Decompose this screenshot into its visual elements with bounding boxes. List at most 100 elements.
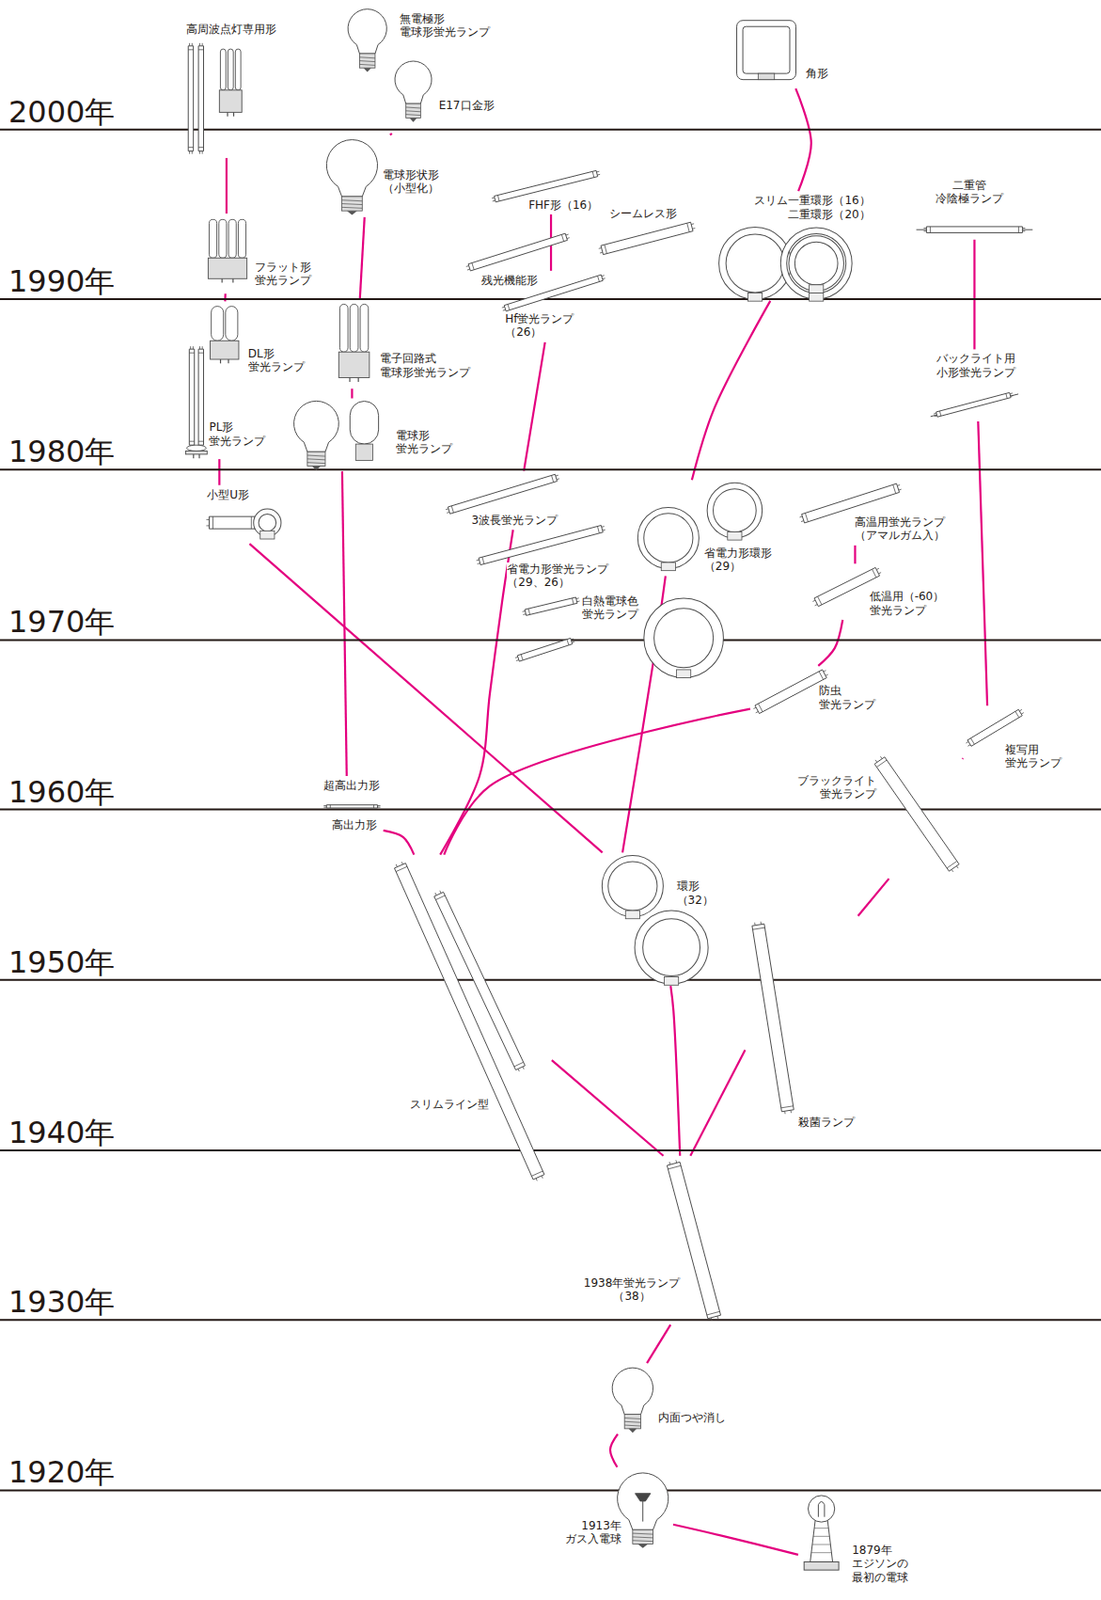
lamp-node: シームレス形 <box>594 204 701 260</box>
lamp-node: 3波長蛍光ランプ <box>442 471 565 531</box>
lamp-bulb <box>612 1367 653 1432</box>
lineage-line <box>673 1524 799 1555</box>
tube-cap <box>893 484 897 493</box>
lamp-label: Hf蛍光ランプ （26） <box>504 312 579 340</box>
decade-line <box>0 808 1101 811</box>
tube-cap <box>597 526 599 534</box>
cylinder-base <box>355 443 373 460</box>
lamp-node: Hf蛍光ランプ （26） <box>497 270 611 343</box>
lamp-node: 電球形 蛍光ランプ <box>291 398 460 472</box>
lamp-node: 残光機能形 <box>461 229 575 290</box>
tube-cap <box>188 440 194 442</box>
lamp-tube <box>753 669 828 714</box>
tube-body <box>600 221 693 254</box>
tube-cap <box>970 738 975 745</box>
bulb-thread <box>359 61 375 63</box>
tube-cap <box>212 516 214 529</box>
lineage-line <box>977 421 988 706</box>
lamp-tube <box>752 921 794 1114</box>
bulb-thread <box>632 1532 654 1534</box>
square-inner <box>742 26 790 74</box>
lamp-ring <box>644 598 724 678</box>
year-label: 1980年 <box>8 436 115 467</box>
lamp-ring <box>638 913 704 985</box>
compact-pin <box>233 111 235 116</box>
lamp-label: 殺菌ランプ <box>798 1115 859 1129</box>
lamp-node: DL形 蛍光ランプ <box>204 300 311 377</box>
tube-cap <box>373 804 375 808</box>
lamp-bulb <box>294 400 340 470</box>
lamp-tube <box>874 755 960 872</box>
compact-base <box>219 90 242 113</box>
lamp-label: 小型U形 <box>206 487 253 502</box>
tube-cap <box>781 1105 794 1108</box>
ring-base <box>660 562 676 571</box>
compact-pin <box>227 359 229 363</box>
lamp-ring <box>722 230 787 301</box>
lamp-label: 二重管 冷陰極ランプ <box>933 178 1006 206</box>
lamp-ring <box>255 511 279 539</box>
lamp-label: スリム一重環形（16） 二重環形（20） <box>750 193 871 221</box>
lamp-node: 1938年蛍光ランプ （38） <box>579 1155 726 1325</box>
lineage-line <box>350 388 353 398</box>
bulb-glass <box>294 400 340 452</box>
year-label: 1950年 <box>8 946 115 977</box>
bulb-filament <box>635 1493 651 1522</box>
lamp-label: 低温用（-60） 蛍光ランプ <box>869 589 949 617</box>
bulb-glass <box>347 9 387 54</box>
bulb-thread <box>632 1540 654 1542</box>
tube-cap <box>198 146 204 148</box>
lamp-label: 複写用 蛍光ランプ <box>1005 742 1066 771</box>
ring-base <box>260 530 275 539</box>
lineage-line <box>670 985 680 1156</box>
lamp-label: スリムライン型 <box>409 1097 493 1111</box>
lamp-label: 1879年 エジソンの 最初の電球 <box>851 1542 913 1584</box>
compact-tube <box>360 303 369 352</box>
compact-tube <box>227 48 234 91</box>
bulb-tip <box>363 67 372 72</box>
compact-tube <box>225 306 238 342</box>
lineage-line <box>690 1049 745 1155</box>
lamp-compact <box>186 444 208 458</box>
tube-body <box>754 669 827 714</box>
lamp-node: スリムライン型 <box>387 854 552 1187</box>
tube-body <box>524 597 578 615</box>
lineage-line <box>443 708 751 855</box>
lamp-node: 低温用（-60） 蛍光ランプ <box>809 563 952 620</box>
lamp-edison <box>803 1494 839 1570</box>
bulb-thread <box>307 458 326 460</box>
lineage-line <box>390 133 393 136</box>
lamp-tube <box>445 473 560 514</box>
lamp-tube <box>188 43 193 155</box>
edison-rib <box>812 1543 832 1545</box>
lamp-node: 1913年 ガス入電球 <box>558 1466 674 1557</box>
lamp-tube <box>923 226 1025 234</box>
lamp-tube <box>434 890 526 1071</box>
lamp-node: 角形 <box>731 15 835 90</box>
bulb-glass <box>394 61 432 104</box>
lineage-line <box>817 619 843 666</box>
bulb-thread <box>406 114 422 116</box>
bulb-thread <box>632 1536 654 1538</box>
bulb-tip <box>409 117 418 122</box>
tube-cap <box>395 865 408 871</box>
decade-line <box>0 298 1101 300</box>
lamp-bulb <box>394 61 432 123</box>
year-label: 1920年 <box>8 1456 115 1487</box>
ring-tube <box>638 913 704 979</box>
bulb-thread <box>342 200 363 202</box>
tube-cap <box>939 410 941 416</box>
ring-outline <box>722 230 787 296</box>
decade-line <box>0 128 1101 131</box>
decade-line <box>0 978 1101 981</box>
lamp-compact <box>338 303 370 381</box>
ring-fill <box>644 598 724 678</box>
tube-cap <box>872 568 877 578</box>
ring-base <box>676 669 692 678</box>
lineage-line <box>440 529 514 854</box>
lineage-line <box>249 543 602 852</box>
compact-tube <box>219 219 227 258</box>
tube-body <box>936 392 1012 417</box>
tube-body <box>208 516 255 529</box>
